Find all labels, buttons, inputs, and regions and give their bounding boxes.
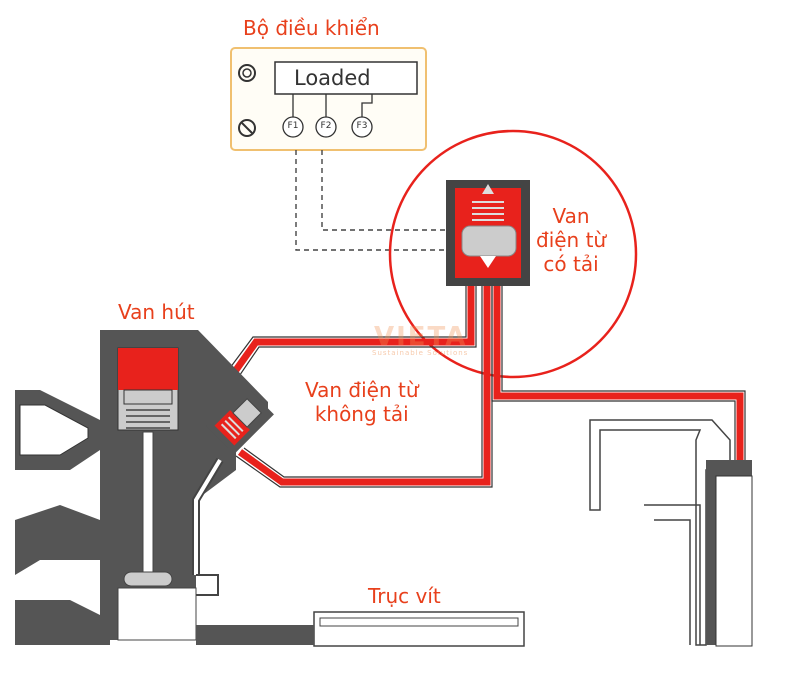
unloaded-solenoid-label-line2: không tải	[314, 402, 409, 426]
loaded-solenoid-label-line2: điện từ	[536, 228, 607, 252]
controller-display	[274, 61, 418, 95]
compressor-housing-right	[589, 419, 753, 647]
controller-title: Bộ điều khiển	[243, 16, 380, 40]
controller-knob-icon	[238, 64, 256, 82]
f3-label: F3	[356, 121, 368, 131]
controller-screw-icon	[238, 119, 256, 137]
watermark-logo: VIETA	[374, 322, 468, 352]
screw-rotor-label: Trục vít	[368, 584, 441, 608]
f3-button[interactable]	[351, 116, 373, 138]
loaded-solenoid-label-line3: có tải	[543, 252, 599, 276]
f1-button[interactable]	[282, 116, 304, 138]
watermark-subtitle: Sustainable Solutions	[372, 349, 469, 357]
display-status-text: Loaded	[294, 66, 371, 90]
loaded-solenoid-label-line1: Van	[552, 204, 590, 228]
unloaded-solenoid-valve	[206, 386, 274, 454]
f2-label: F2	[320, 121, 332, 131]
screw-rotor	[196, 611, 525, 647]
unloaded-solenoid-label: Van điện từ không tải	[305, 378, 419, 426]
suction-valve-label: Van hút	[118, 300, 195, 324]
f2-button[interactable]	[315, 116, 337, 138]
f1-label: F1	[287, 121, 299, 131]
suction-valve-housing	[15, 330, 268, 645]
loaded-solenoid-label: Van điện từ có tải	[536, 204, 606, 276]
highlight-circle	[388, 129, 638, 379]
unloaded-solenoid-label-line1: Van điện từ	[305, 378, 419, 402]
